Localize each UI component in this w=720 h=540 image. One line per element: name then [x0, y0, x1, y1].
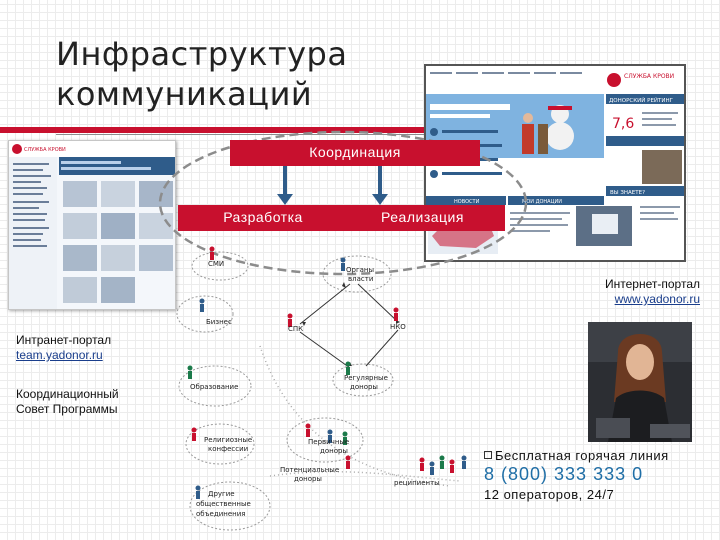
node-label-organs-2: власти	[348, 275, 373, 283]
link-organs-nko	[357, 283, 399, 323]
development-box: Разработка	[178, 205, 348, 231]
intranet-portal-screenshot: СЛУЖБА КРОВИ	[8, 140, 176, 310]
node-circle-other	[189, 481, 271, 531]
hotline-operators: 12 операторов, 24/7	[484, 487, 615, 502]
hotline-phone[interactable]: 8 (800) 333 333 0	[484, 464, 644, 484]
node-label-nko: НКО	[390, 323, 406, 331]
implementation-box: Реализация	[340, 205, 505, 231]
coordination-box: Координация	[230, 140, 480, 166]
internet-portal-caption: Интернет-портал www.yadonor.ru	[520, 277, 700, 307]
portal-menu-3: ВЫ ЗНАЕТЕ?	[610, 190, 645, 196]
intranet-portal-link[interactable]: team.yadonor.ru	[16, 348, 103, 362]
intranet-portal-label: Интранет-портал	[16, 333, 112, 347]
intranet-portal-caption: Интранет-портал team.yadonor.ru	[16, 333, 216, 363]
node-label-potential-2: доноры	[294, 475, 322, 483]
node-circle-organs	[322, 255, 392, 293]
hotline-operator-photo	[588, 322, 692, 442]
node-label-recipients: реципиенты	[394, 479, 440, 487]
node-label-other-3: объединения	[196, 510, 245, 518]
hotline-title: Бесплатная горячая линия	[495, 448, 669, 463]
hotline-block: Бесплатная горячая линия 8 (800) 333 333…	[484, 448, 714, 505]
link-spk-regular	[299, 331, 351, 369]
node-label-primary: Первичные	[308, 438, 349, 446]
node-label-other-2: общественные	[196, 500, 251, 508]
node-label-organs: Органы	[346, 266, 374, 274]
intranet-screenshot-graphic: СЛУЖБА КРОВИ	[9, 141, 175, 309]
title-red-rule	[0, 127, 660, 133]
portal-stat-value: 7,6	[612, 116, 634, 132]
arrowhead-implementation	[372, 194, 388, 205]
portal-logo-text: СЛУЖБА КРОВИ	[624, 73, 674, 80]
coordination-ellipse	[158, 130, 528, 276]
portal-menu-2: НОВОСТИ	[454, 199, 480, 205]
portal-menu-1: ДОНОРСКИЙ РЕЙТИНГ	[609, 97, 674, 104]
node-label-business: Бизнес	[206, 318, 232, 326]
title-gray-rule	[56, 134, 660, 135]
portal-menu-4: МОИ ДОНАЦИИ	[522, 199, 562, 205]
node-label-religious: Религиозные	[204, 436, 252, 444]
node-label-potential: Потенциальные	[280, 466, 339, 474]
node-label-religious-2: конфессии	[208, 445, 248, 453]
node-circle-education	[178, 365, 252, 407]
node-circle-regular	[332, 363, 394, 397]
node-label-education: Образование	[190, 383, 238, 391]
node-label-spk: СПК	[288, 325, 303, 333]
node-label-smi: СМИ	[208, 260, 224, 268]
arrowhead-development	[277, 194, 293, 205]
node-label-primary-2: доноры	[320, 447, 348, 455]
node-circle-business	[176, 295, 234, 333]
node-circle-smi	[191, 251, 249, 281]
node-circle-religious	[185, 423, 255, 465]
internet-portal-link[interactable]: www.yadonor.ru	[614, 292, 700, 306]
stakeholder-diagram: СМИ Органы власти Бизнес СПК НКО Образов…	[176, 246, 467, 531]
bullet-square-icon	[484, 451, 492, 459]
link-organs-spk	[299, 283, 351, 325]
node-label-other: Другие	[208, 490, 235, 498]
link-nko-regular	[365, 329, 399, 367]
node-label-regular-2: доноры	[350, 383, 378, 391]
intranet-logo-text: СЛУЖБА КРОВИ	[24, 147, 66, 153]
slide-title: Инфраструктура коммуникаций	[56, 34, 386, 114]
internet-portal-label: Интернет-портал	[605, 277, 700, 291]
people-icons	[187, 246, 467, 499]
council-line-1: Координационный	[16, 387, 119, 401]
node-circle-primary	[286, 417, 364, 463]
council-line-2: Совет Программы	[16, 402, 118, 416]
hotline-title-row: Бесплатная горячая линия	[484, 448, 714, 463]
node-label-regular: Регулярные	[344, 374, 388, 382]
council-caption: Координационный Совет Программы	[16, 387, 216, 417]
operator-photo-graphic	[588, 322, 692, 442]
title-line-2: коммуникаций	[56, 75, 313, 113]
title-line-1: Инфраструктура	[56, 35, 348, 73]
